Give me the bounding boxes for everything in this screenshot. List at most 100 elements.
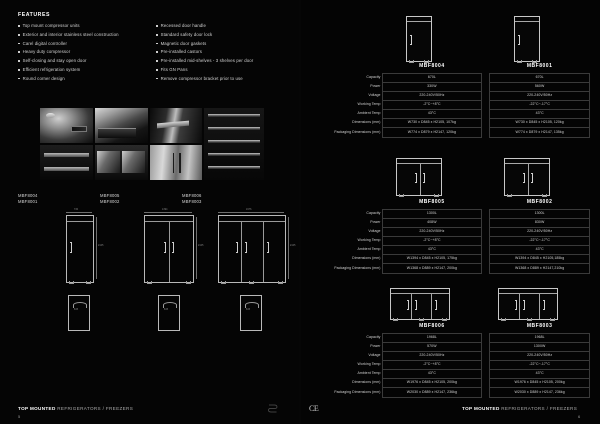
bullet-icon	[18, 25, 20, 27]
spec-value: 43°C	[489, 245, 590, 256]
technical-drawings: 730 2105 845 1394 2105	[18, 209, 295, 333]
feature-text: Magnetic door gaskets	[160, 40, 207, 46]
feature-text: Top mount compressor units	[22, 23, 80, 28]
spec-value: 220-240V/50Hz	[381, 90, 483, 102]
feature-item: Round corner design	[18, 76, 148, 81]
foot-icon	[542, 194, 547, 197]
table-row: Packaging Dimensions (mm)W1368 x D889 x …	[318, 263, 590, 274]
door-handle-icon	[523, 173, 526, 183]
product-photo-collage	[40, 108, 265, 180]
row-label: Ambient Temp	[357, 247, 381, 252]
spec-value: W1394 x D845 x H2105,185kg	[489, 254, 590, 265]
feature-item: Exterior and interior stainless steel co…	[18, 32, 148, 37]
footer-right: TOP MOUNTED REFRIGERATORS / FREEZERS	[462, 406, 577, 411]
row-label: Packaging Dimensions (mm)	[334, 389, 381, 394]
table-row: Working Temp-2°C~+8°C-22°C~-17°C	[318, 100, 590, 111]
drawing-group-three-door: 1976 2105 845	[218, 209, 302, 333]
shelf-line	[207, 165, 261, 170]
row-label: Ambient Temp	[357, 371, 381, 376]
door-handle-icon	[70, 242, 73, 253]
bullet-icon	[156, 68, 158, 71]
bullet-icon	[156, 42, 158, 45]
spec-value: 670L	[489, 72, 590, 83]
spec-value: 330W	[381, 81, 483, 92]
row-label: Capacity	[366, 210, 381, 215]
feature-text: Heavy duty compressor	[22, 49, 71, 55]
table-row: Dimensions (mm)W1976 x D845 x H2105, 200…	[318, 378, 590, 389]
dimension-label: 845	[164, 309, 169, 311]
side-view-one-door	[68, 295, 90, 331]
model-label-group: MBF8005 MBF8002	[100, 193, 182, 205]
spec-value: -2°C~+8°C	[381, 236, 483, 247]
foot-icon	[442, 318, 447, 321]
foot-icon	[221, 281, 226, 285]
dimension-label: 845	[246, 309, 251, 311]
row-label: Working Temp	[357, 238, 381, 243]
model-label: MBF8005	[100, 193, 120, 198]
drawing-group-two-door: 1394 2105 845	[138, 209, 222, 333]
dimension-label: 1394	[162, 208, 168, 211]
door-handle-icon	[415, 300, 418, 310]
bullet-icon	[18, 77, 20, 80]
footer-left: TOP MOUNTED REFRIGERATORS / FREEZERS	[18, 406, 133, 411]
spec-model-header: MBF8006	[419, 323, 445, 330]
foot-icon	[278, 281, 283, 285]
spec-value: W2030 x D889 x H2147, 236kg	[489, 387, 590, 398]
feature-text: Recessed door handle	[160, 23, 206, 28]
foot-icon	[409, 60, 414, 63]
spec-value: W730 x D845 x H2105, 120kg	[489, 118, 590, 129]
spec-model-header: MBF8002	[526, 199, 553, 206]
foot-icon	[249, 281, 254, 285]
feature-item: Top mount compressor units	[18, 23, 148, 28]
model-label-group: MBF8006 MBF8003	[182, 193, 264, 205]
feature-text: Pre-installed castors	[160, 49, 203, 55]
feature-text: Carel digital controller	[22, 40, 68, 46]
foot-icon	[424, 60, 429, 63]
shelf-line	[207, 126, 261, 131]
spec-value: 1300L	[381, 208, 483, 219]
page-gutter	[299, 0, 301, 424]
foot-icon	[527, 318, 532, 321]
spec-value: 220-240V/50Hz	[489, 226, 590, 238]
side-view-three-door	[240, 295, 262, 331]
door-handle-icon	[518, 35, 521, 45]
feature-item: Recessed door handle	[156, 23, 286, 28]
unit-icon-row	[318, 16, 590, 63]
spec-value: -22°C~-17°C	[489, 100, 590, 111]
spec-value: 220-240V/50Hz	[381, 350, 483, 362]
door-handle-icon	[410, 35, 413, 45]
door-handle-icon	[236, 242, 239, 253]
foot-icon	[550, 318, 555, 321]
feature-item: Pre-installed mid-shelves - 3 shelves pe…	[156, 58, 286, 63]
foot-icon	[186, 281, 191, 285]
door-handle-icon	[423, 173, 426, 183]
shelf-line	[207, 113, 261, 118]
feature-text: Self-closing and stay open door	[22, 58, 87, 63]
spec-value: W2030 x D889 x H2147, 236kg	[381, 387, 483, 398]
spec-value: 43°C	[489, 369, 590, 380]
spec-value: 670L	[381, 72, 483, 83]
door-handle-icon	[407, 300, 410, 310]
spec-value: W774 x D879 x H2147, 135kg	[489, 127, 590, 138]
feature-item: Pre-installed castors	[156, 49, 286, 54]
foot-icon	[434, 194, 439, 197]
table-row: Working Temp-2°C~+8°C-22°C~-17°C	[318, 360, 590, 371]
feature-text: Remove compressor bracket prior to use	[160, 75, 243, 81]
table-row: Dimensions (mm)W730 x D845 x H2105, 107k…	[318, 118, 590, 129]
unit-icon-two-door	[396, 158, 442, 197]
spec-value: -2°C~+8°C	[381, 100, 483, 111]
door-handle-icon	[523, 300, 526, 310]
feature-item: Remove compressor bracket prior to use	[156, 76, 286, 81]
foot-icon	[86, 281, 91, 285]
spec-value: 43°C	[381, 245, 483, 256]
foot-icon	[517, 60, 522, 63]
model-label: MBF8004	[18, 193, 38, 198]
spec-value: 220-240V/50Hz	[381, 226, 483, 238]
table-row: Packaging Dimensions (mm)W774 x D879 x H…	[318, 127, 590, 138]
bullet-icon	[156, 60, 158, 62]
door-handle-icon	[164, 242, 167, 253]
front-view-two-door	[144, 215, 194, 285]
door-handle-icon	[531, 173, 534, 183]
